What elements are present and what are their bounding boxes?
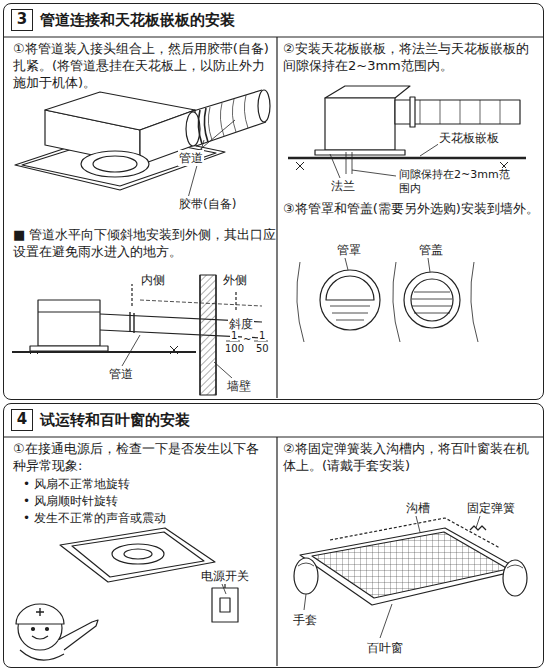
part-label: 天花板嵌板 xyxy=(438,130,500,146)
ceiling-panel-illustration xyxy=(288,86,526,178)
part-label: 胶带(自备) xyxy=(178,196,237,212)
note-text: ■ 管道水平向下倾斜地安装到外侧，其出口应设置在避免雨水进入的地方。 xyxy=(12,226,278,260)
instruction-text: ①将管道装入接头组合上，然后用胶带(自备)扎紧。(将管道悬挂在天花板上，以防止外… xyxy=(12,40,276,91)
header-rule xyxy=(4,36,543,37)
dimension-value: 1 xyxy=(258,330,266,341)
test-run-illustration xyxy=(16,528,238,660)
louver-illustration xyxy=(294,516,527,638)
fan-duct-illustration xyxy=(15,90,270,198)
section-number: 3 xyxy=(11,9,33,31)
part-label: 固定弹簧 xyxy=(466,500,516,516)
instruction-text: ①在接通电源后，检查一下是否发生以下各种异常现象: xyxy=(12,440,272,474)
section-number: 4 xyxy=(11,409,33,431)
part-label: 管盖 xyxy=(418,242,444,258)
part-label: 管道 xyxy=(108,366,134,382)
dimension-value: 50 xyxy=(255,343,270,354)
dimension-note: 间隙保持在2~3mm范围内 xyxy=(398,168,512,196)
part-label: 法兰 xyxy=(330,178,356,194)
part-label: 管道 xyxy=(178,150,204,166)
dimension-value: 1 xyxy=(230,330,238,341)
duct-slope-illustration xyxy=(12,275,268,395)
part-label: 沟槽 xyxy=(405,500,431,516)
hood-cap-illustration xyxy=(297,258,478,342)
header-rule xyxy=(4,436,543,437)
part-label: 管罩 xyxy=(336,242,362,258)
instruction-text: ②将固定弹簧装入沟槽内，将百叶窗装在机体上。(请戴手套安装) xyxy=(282,440,540,474)
instruction-text: ②安装天花板嵌板，将法兰与天花板嵌板的间隙保持在2~3mm范围内。 xyxy=(282,40,540,74)
part-label: 电源开关 xyxy=(200,568,250,584)
part-label: 外侧 xyxy=(222,272,248,288)
instruction-text: ③将管罩和管盖(需要另外选购)安装到墙外。 xyxy=(282,200,540,217)
column-divider xyxy=(276,37,277,398)
bullet-item: • 风扇顺时针旋转 xyxy=(22,493,119,509)
bullet-item: • 风扇不正常地旋转 xyxy=(22,476,131,492)
section-heading: 管道连接和天花板嵌板的安装 xyxy=(40,10,235,30)
part-label: 手套 xyxy=(292,612,318,628)
part-label: 墙壁 xyxy=(226,378,252,394)
dimension-value: ~ xyxy=(242,334,252,345)
bullet-item: • 发生不正常的声音或震动 xyxy=(22,510,167,526)
part-label: 内侧 xyxy=(140,272,166,288)
part-label: 百叶窗 xyxy=(366,640,404,656)
column-divider xyxy=(276,437,277,666)
section-heading: 试运转和百叶窗的安装 xyxy=(40,410,190,430)
